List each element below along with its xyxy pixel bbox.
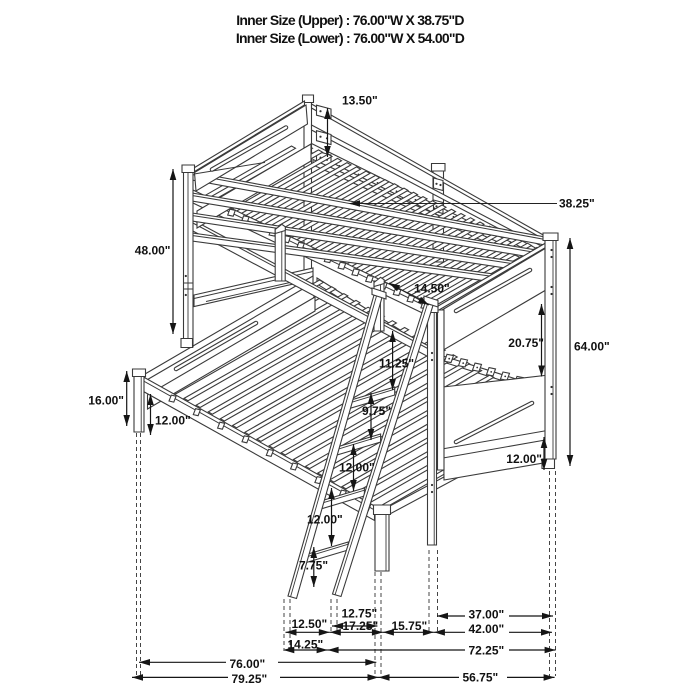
svg-text:48.00": 48.00" [135, 244, 171, 258]
svg-text:42.00": 42.00" [469, 622, 505, 636]
svg-text:37.00": 37.00" [469, 608, 505, 622]
svg-text:76.00": 76.00" [230, 657, 266, 671]
svg-text:12.00": 12.00" [339, 461, 375, 475]
svg-text:64.00": 64.00" [574, 340, 610, 354]
svg-text:9.75": 9.75" [362, 404, 391, 418]
svg-text:16.00": 16.00" [88, 394, 124, 408]
svg-text:56.75": 56.75" [463, 671, 499, 685]
svg-text:14.50": 14.50" [414, 282, 450, 296]
svg-text:12.00": 12.00" [155, 414, 191, 428]
svg-text:14.25": 14.25" [288, 638, 324, 652]
svg-text:12.00": 12.00" [307, 513, 343, 527]
svg-text:Inner Size (Lower) : 76.00"W X: Inner Size (Lower) : 76.00"W X 54.00"D [236, 30, 465, 46]
svg-text:15.75": 15.75" [392, 619, 428, 633]
svg-text:38.25": 38.25" [559, 197, 595, 211]
svg-text:Inner Size (Upper) : 76.00"W X: Inner Size (Upper) : 76.00"W X 38.75"D [236, 12, 464, 28]
svg-text:11.25": 11.25" [379, 357, 414, 371]
svg-text:79.25": 79.25" [232, 672, 268, 686]
svg-text:12.50": 12.50" [292, 617, 328, 631]
svg-text:13.50": 13.50" [342, 94, 378, 108]
svg-text:72.25": 72.25" [469, 644, 505, 658]
svg-text:7.75": 7.75" [299, 559, 328, 573]
svg-text:12.00": 12.00" [506, 452, 542, 466]
svg-text:12.75": 12.75" [342, 607, 378, 621]
svg-text:20.75": 20.75" [508, 336, 544, 350]
